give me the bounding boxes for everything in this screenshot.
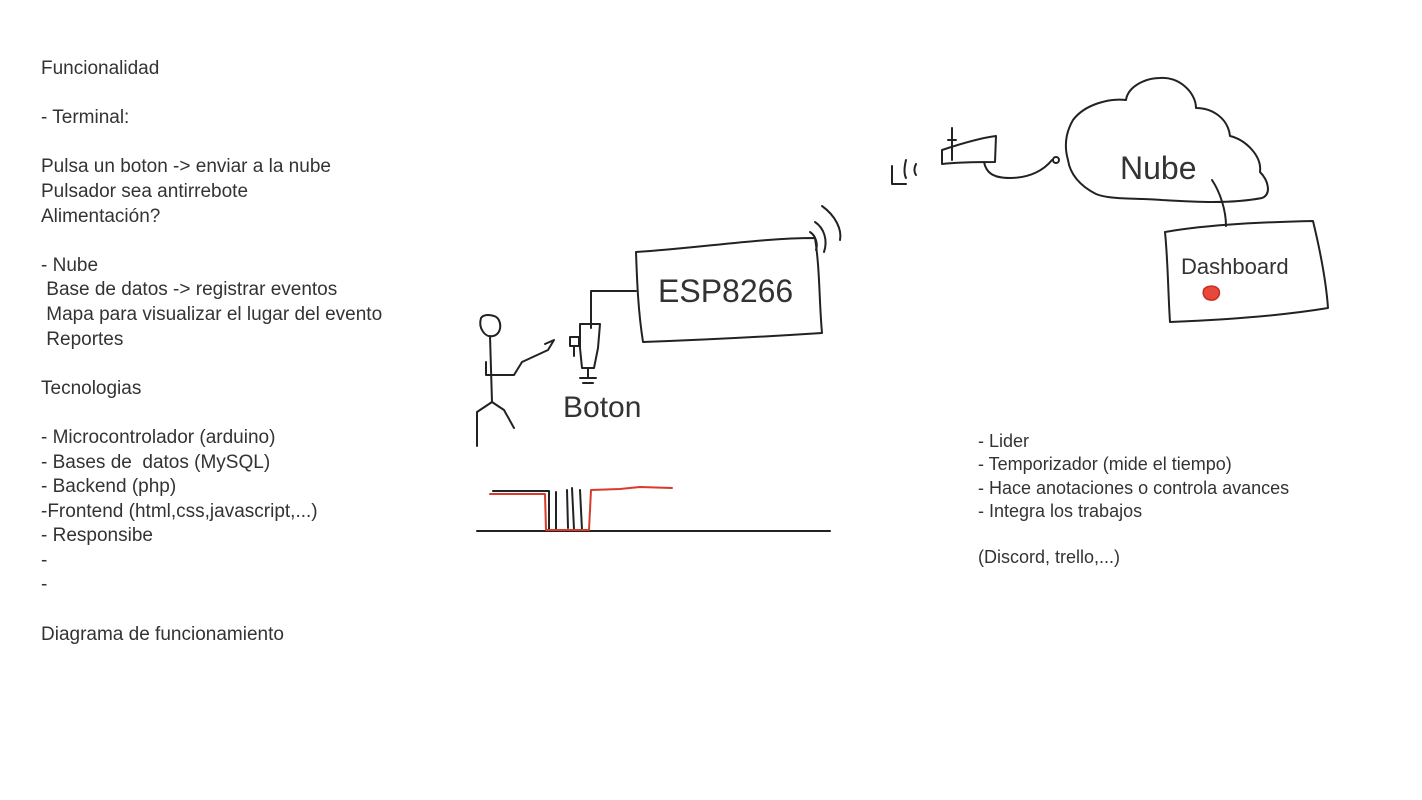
note-line: Alimentación? [41,205,161,227]
ground-symbol-icon [579,367,597,384]
esp8266-label: ESP8266 [658,273,793,309]
note-line: - Nube [41,254,99,276]
note-line: - Lider [978,431,1030,451]
note-line: - Integra los trabajos [978,500,1143,521]
wire-cloud-dashboard [1211,179,1227,227]
signal-trace-black [492,487,641,532]
wifi-waves-icon [809,205,842,253]
note-line: Reportes [41,328,124,350]
pushbutton-body [579,323,601,369]
dashboard-label: Dashboard [1181,254,1289,279]
note-line: Tecnologias [41,377,142,399]
note-line: Diagrama de funcionamiento [41,623,284,645]
note-line: - Hace anotaciones o controla avances [978,477,1290,498]
note-line: (Discord, trello,...) [978,547,1121,568]
wire-button-esp [590,290,637,329]
cloud-label: Nube [1120,150,1197,186]
note-line: Base de datos -> registrar eventos [41,279,338,301]
note-line: -Frontend (html,css,javascript,...) [41,500,318,522]
esp8266-box [635,237,823,343]
button-label: Boton [563,391,641,424]
antenna-icon [891,127,1060,185]
note-line: - Bases de datos (MySQL) [41,451,271,473]
signal-trace-red [489,486,673,531]
cloud-shape [1064,76,1269,203]
note-line: - [41,549,48,571]
note-line: - Responsibe [41,525,153,547]
notes-left: Funcionalidad - Terminal: Pulsa un boton -… [41,57,382,647]
note-line: Funcionalidad [41,58,160,79]
note-line: Mapa para visualizar el lugar del evento [41,303,383,325]
dashboard-marker-icon [1202,285,1221,301]
dashboard-box [1164,220,1329,323]
notes-right: - Lider- Temporizador (mide el tiempo)- … [978,430,1289,570]
note-line: - Microcontrolador (arduino) [41,426,276,448]
note-line: - [41,574,48,596]
note-line: - Terminal: [41,107,130,129]
note-line: - Backend (php) [41,476,177,498]
note-line: Pulsa un boton -> enviar a la nube [41,156,331,178]
note-line: Pulsador sea antirrebote [41,180,249,202]
note-line: - Temporizador (mide el tiempo) [978,454,1232,475]
person-figure-icon [476,313,555,447]
pushbutton-cap [569,336,580,357]
